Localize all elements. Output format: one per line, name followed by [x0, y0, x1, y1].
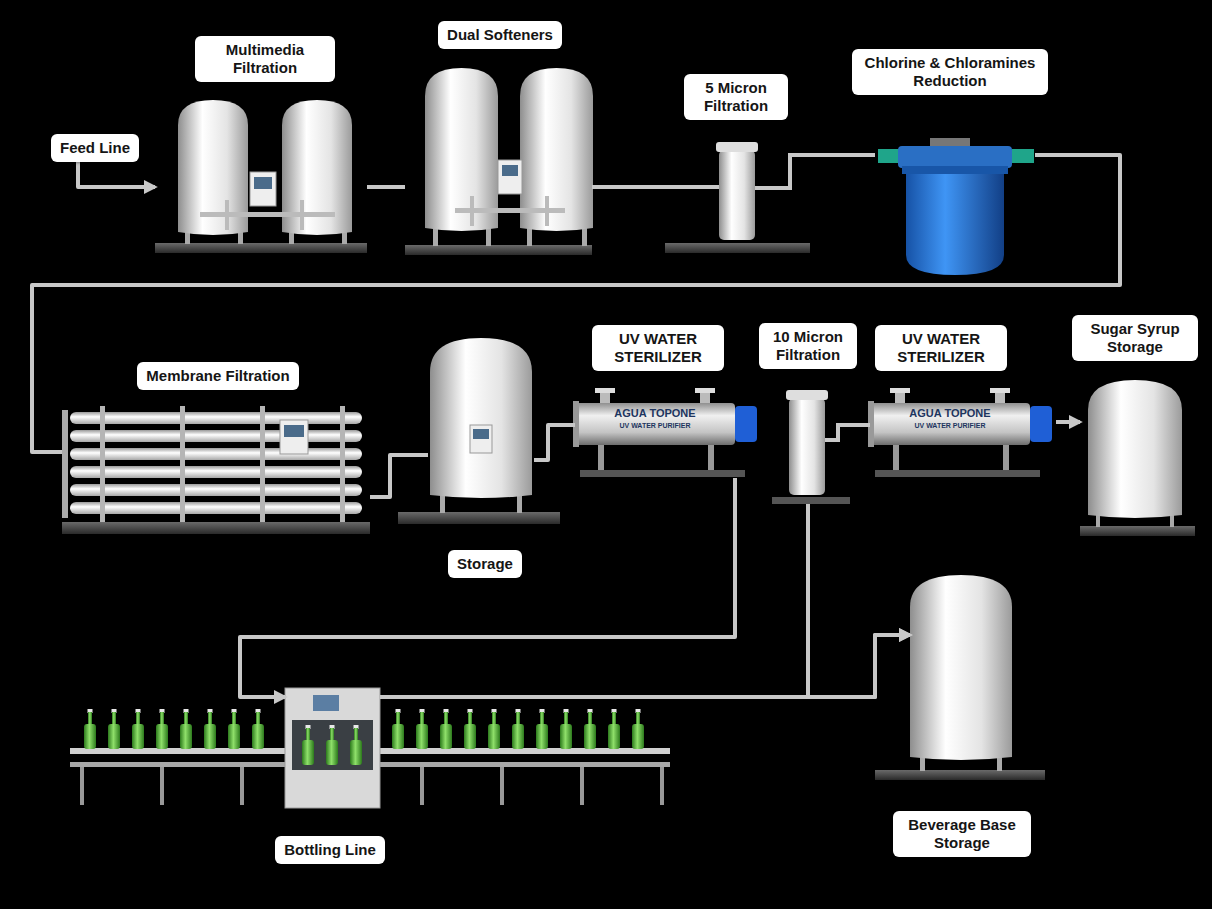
pipe-connector	[240, 478, 735, 697]
softener-unit: Dual Softeners	[405, 65, 592, 255]
callout-label: Storage	[448, 550, 522, 578]
uv-sterilizer: UV WATER STERILIZERAGUA TOPONEUV WATER P…	[870, 388, 1056, 478]
label-text: 5 Micron Filtration	[704, 79, 768, 114]
label-text: Bottling Line	[284, 841, 376, 858]
label-text: Dual Softeners	[447, 26, 553, 43]
feed-line-label: Feed Line	[51, 134, 139, 162]
callout-label: Sugar Syrup Storage	[1072, 315, 1198, 361]
callout-label: Beverage Base Storage	[893, 811, 1031, 857]
callout-label: 10 Micron Filtration	[759, 323, 857, 369]
carbon-filter: Chlorine & Chloramines Reduction	[875, 138, 1035, 275]
callout-label: Membrane Filtration	[137, 362, 298, 390]
storage-tank: Beverage Base Storage	[910, 573, 1012, 770]
callout-label: UV WATER STERILIZER	[592, 325, 724, 371]
pipe-connector	[592, 185, 665, 189]
cartridge-filter: 10 Micron Filtration	[772, 388, 850, 504]
bottling-machine: Bottling Line	[285, 688, 380, 810]
brand-text: UV WATER PURIFIER	[575, 422, 735, 429]
storage-tank: Storage	[428, 335, 534, 503]
pipe-connector	[1056, 420, 1080, 424]
callout-label: Multimedia Filtration	[195, 36, 335, 82]
uv-sterilizer: UV WATER STERILIZERAGUA TOPONEUV WATER P…	[575, 388, 757, 478]
pipe-connector	[534, 425, 575, 460]
pipe-connector	[380, 635, 910, 697]
label-text: Chlorine & Chloramines Reduction	[865, 54, 1036, 89]
pipe-connector	[808, 504, 910, 697]
callout-label: UV WATER STERILIZER	[875, 325, 1007, 371]
label-text: Sugar Syrup Storage	[1090, 320, 1179, 355]
label-text: UV WATER STERILIZER	[897, 330, 985, 365]
brand-text: AGUA TOPONE	[575, 408, 735, 419]
callout-label: Bottling Line	[275, 836, 385, 864]
label-text: 10 Micron Filtration	[773, 328, 843, 363]
brand-text: UV WATER PURIFIER	[870, 422, 1030, 429]
label-text: Membrane Filtration	[146, 367, 289, 384]
callout-label: Dual Softeners	[438, 21, 562, 49]
label-text: Beverage Base Storage	[908, 816, 1016, 851]
label-text: Feed Line	[60, 139, 130, 156]
pipe-connector	[810, 153, 875, 157]
cartridge-filter: 5 Micron Filtration	[665, 138, 810, 255]
pipe-connector	[32, 155, 1120, 452]
pipe-connector	[850, 423, 870, 427]
pipe-connector	[367, 185, 405, 189]
pipe-connector	[370, 455, 428, 497]
callout-label: Chlorine & Chloramines Reduction	[852, 49, 1048, 95]
brand-text: AGUA TOPONE	[870, 408, 1030, 419]
storage-tank: Sugar Syrup Storage	[1080, 378, 1195, 538]
callout-label: 5 Micron Filtration	[684, 74, 788, 120]
membrane-rack: Membrane Filtration	[62, 405, 370, 535]
label-text: Multimedia Filtration	[226, 41, 304, 76]
multimedia-filter: Multimedia Filtration	[155, 98, 367, 255]
label-text: Storage	[457, 555, 513, 572]
pipe-connector	[78, 162, 155, 187]
label-text: UV WATER STERILIZER	[614, 330, 702, 365]
